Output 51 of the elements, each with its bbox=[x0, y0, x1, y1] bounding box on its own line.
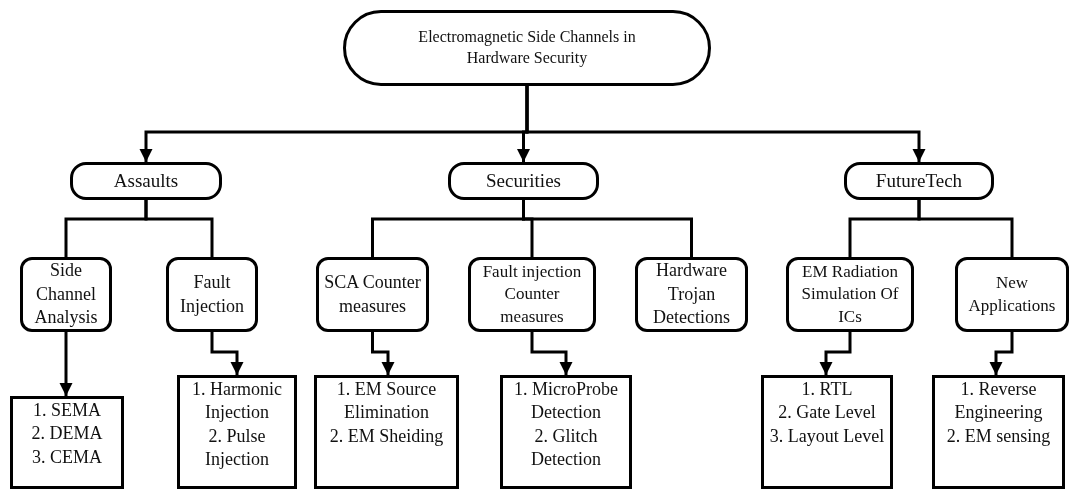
arrow bbox=[530, 332, 573, 375]
list-item: 1. Reverse Engineering bbox=[953, 378, 1044, 425]
list-item: 1. EM Source Elimination bbox=[335, 378, 438, 425]
category-box bbox=[786, 257, 914, 332]
list-item: 2. Glitch Detection bbox=[530, 424, 602, 472]
list-item: 2. Pulse Injection bbox=[204, 424, 270, 472]
arrow bbox=[59, 332, 73, 396]
list-item: 2. Gate Level bbox=[778, 401, 876, 425]
category-box bbox=[70, 162, 222, 200]
list-box bbox=[314, 375, 459, 489]
category-box bbox=[635, 257, 748, 332]
list-box bbox=[10, 396, 124, 489]
node-label: Fault injection Counter measures bbox=[481, 261, 583, 328]
connector-line bbox=[522, 200, 693, 257]
category-box bbox=[955, 257, 1069, 332]
node-label: SCA Counter measures bbox=[323, 271, 422, 318]
node-label: EM Radiation Simulation Of ICs bbox=[800, 261, 900, 328]
category-box bbox=[166, 257, 258, 332]
connector-line bbox=[144, 200, 214, 257]
list-item: 1. RTL bbox=[801, 378, 853, 401]
list-box bbox=[500, 375, 632, 489]
category-box bbox=[20, 257, 112, 332]
node-label: Securities bbox=[486, 168, 561, 193]
arrow bbox=[819, 332, 852, 375]
node-label: Side Channel Analysis bbox=[33, 259, 99, 330]
list-item: 3. Layout Level bbox=[769, 424, 885, 448]
list-item: 1. Harmonic Injection bbox=[191, 378, 283, 425]
node-label: Hardware Trojan Detections bbox=[652, 259, 731, 330]
arrow bbox=[371, 332, 395, 375]
node-label: Fault Injection bbox=[179, 271, 245, 318]
node-label: Electromagnetic Side Channels in Hardware Security bbox=[417, 27, 637, 69]
list-box bbox=[932, 375, 1065, 489]
list-item: 3. CEMA bbox=[32, 445, 102, 469]
arrow bbox=[210, 332, 244, 375]
list-item: 1. MicroProbe Detection bbox=[513, 378, 619, 425]
connector-line bbox=[917, 200, 1014, 257]
list-item: 2. EM sensing bbox=[946, 424, 1051, 448]
arrow bbox=[989, 332, 1014, 375]
list-box bbox=[177, 375, 297, 489]
category-box bbox=[316, 257, 429, 332]
node-label: FutureTech bbox=[875, 168, 963, 193]
node-label: New Applications bbox=[967, 272, 1057, 317]
list-item: 1. SEMA bbox=[33, 399, 101, 422]
list-box bbox=[761, 375, 893, 489]
list-item: 2. EM Sheiding bbox=[329, 424, 444, 448]
category-box bbox=[844, 162, 994, 200]
category-box bbox=[448, 162, 599, 200]
arrow bbox=[525, 86, 926, 162]
list-item: 2. DEMA bbox=[31, 422, 103, 446]
node-label: Assaults bbox=[113, 168, 179, 193]
category-box bbox=[468, 257, 596, 332]
